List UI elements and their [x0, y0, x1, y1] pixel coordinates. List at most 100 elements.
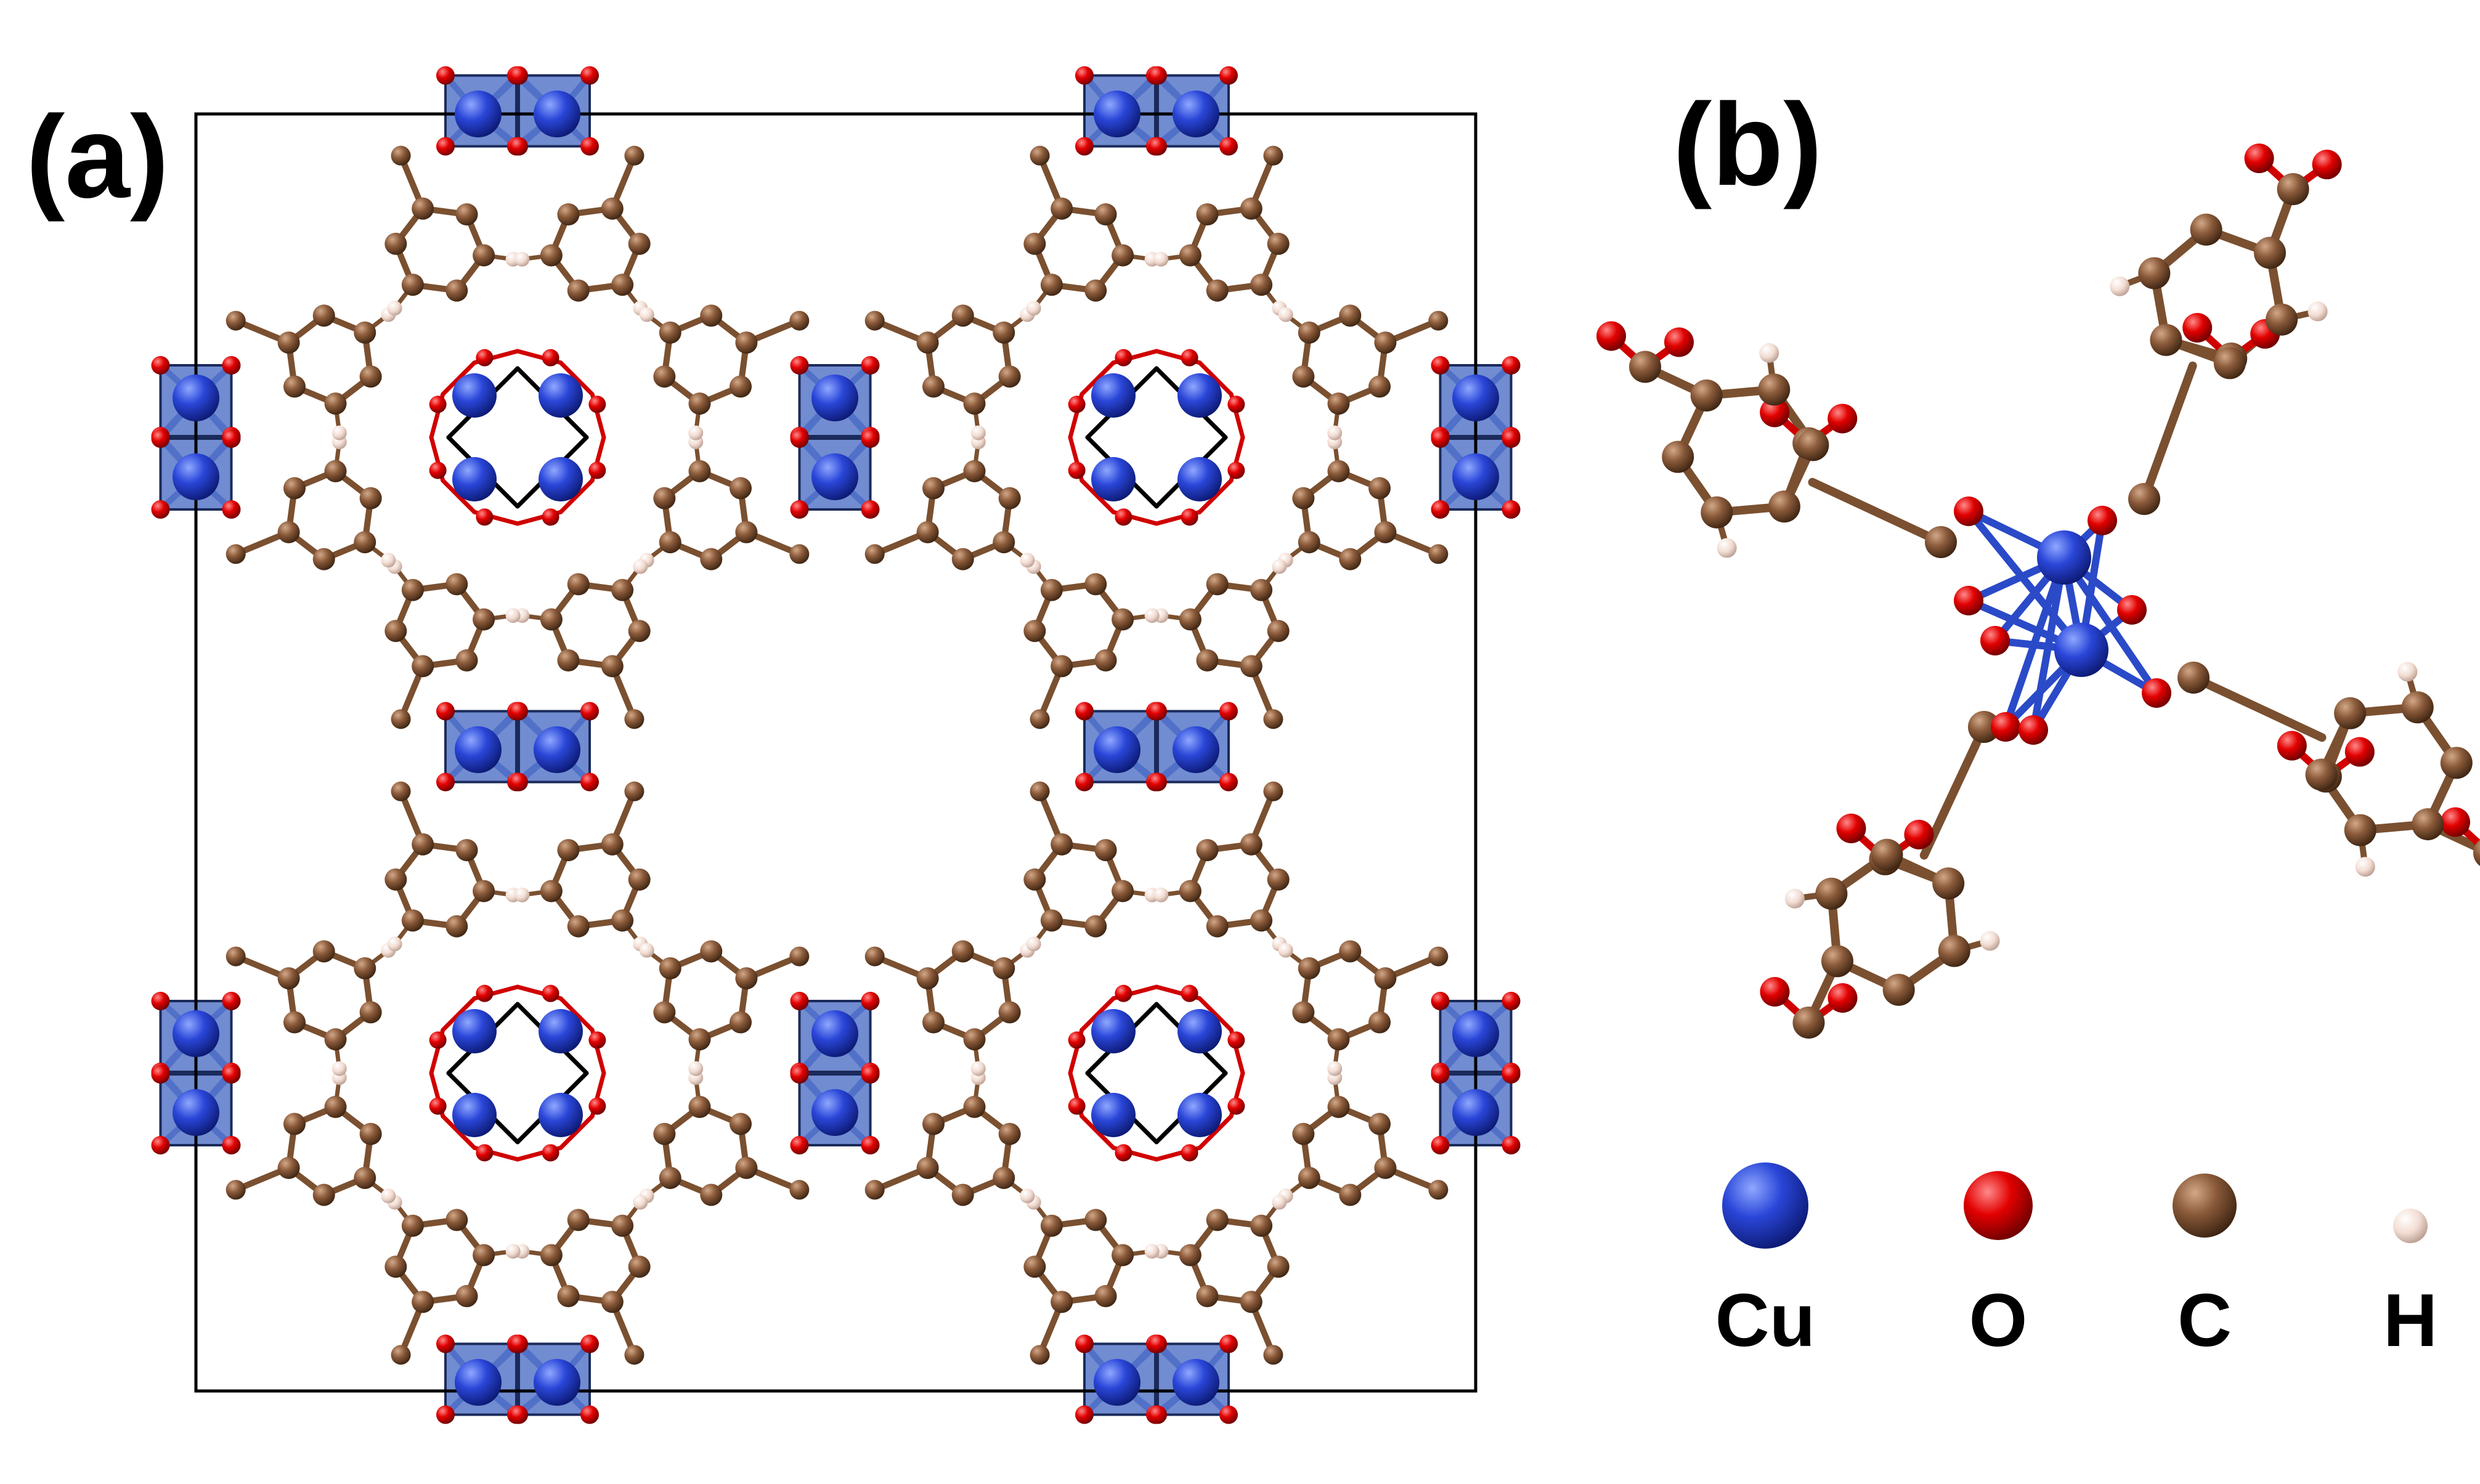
cu-atom [539, 457, 583, 501]
cu-atom [1094, 726, 1140, 773]
h-atom [1026, 936, 1041, 952]
cu-atom [1094, 1359, 1140, 1406]
cu-atom [811, 453, 858, 500]
c-c-bond [2189, 673, 2327, 742]
o-atom [1954, 586, 1983, 615]
c-atom [653, 1001, 676, 1024]
cu-o-bond [1965, 508, 2085, 654]
o-ring-bond [558, 1114, 595, 1150]
cu-atom [1173, 1359, 1219, 1406]
c-atom [384, 232, 407, 255]
cu-atom [1452, 375, 1499, 421]
c-atom [1196, 649, 1219, 672]
o-atom [151, 429, 170, 448]
c-atom [735, 331, 758, 354]
o-atom [222, 1065, 241, 1084]
h-atom [2397, 662, 2418, 682]
c-atom [412, 655, 434, 678]
o-atom [436, 772, 455, 792]
c-atom [864, 544, 885, 564]
c-atom [1298, 957, 1320, 979]
c-atom [540, 244, 563, 267]
legend-label-c: C [2177, 1278, 2232, 1362]
c-atom [312, 304, 335, 327]
c-atom [359, 1001, 382, 1024]
o-ring-bond [1197, 1114, 1234, 1150]
c-atom [567, 573, 590, 596]
h-atom [387, 301, 402, 316]
c-atom [1250, 1214, 1273, 1237]
c-atom [1267, 868, 1290, 891]
cu-atom [455, 726, 502, 773]
o-atom [1149, 1405, 1167, 1424]
cu-atom [1177, 457, 1222, 501]
cu-atom [1177, 1009, 1222, 1053]
cu-atom [1452, 1089, 1499, 1136]
c-atom [277, 1156, 300, 1179]
c-atom [1179, 880, 1201, 902]
c-atom [963, 1028, 986, 1051]
h-atom [970, 425, 986, 440]
c-atom [1051, 655, 1073, 678]
c-atom [401, 274, 424, 296]
c-atom [312, 1183, 335, 1206]
h-atom-swatch [2393, 1209, 2428, 1243]
o-atom [1760, 397, 1790, 428]
c-atom [1758, 373, 1791, 406]
c-atom [354, 321, 376, 344]
c-atom [1925, 526, 1957, 558]
c-atom [993, 321, 1015, 344]
legend-label-o: O [1969, 1278, 2028, 1362]
cu-atom-swatch [1722, 1162, 1808, 1249]
c-atom [1023, 1255, 1046, 1278]
c-atom [1339, 940, 1362, 963]
c-atom [1374, 521, 1397, 543]
c-atom [998, 365, 1021, 388]
o-atom [2088, 506, 2117, 535]
copper-paddlewheel-polyhedra [159, 74, 1513, 1416]
c-atom [659, 1167, 681, 1190]
cu-atom [452, 1009, 497, 1053]
c-atom [455, 1285, 478, 1308]
o-atom [1149, 702, 1167, 721]
o-atom [222, 356, 241, 375]
c-atom [391, 709, 411, 729]
c-atom [611, 578, 634, 601]
o-atom [588, 1097, 606, 1115]
c-atom [401, 578, 424, 601]
c-atom [951, 548, 974, 570]
cu-atom [1173, 91, 1219, 137]
c-atom [445, 573, 468, 596]
o-atom [1115, 349, 1132, 367]
o-atom [2312, 150, 2342, 180]
c-atom [391, 781, 411, 801]
c-atom [628, 232, 651, 255]
c-atom [2253, 237, 2286, 269]
c-atom [659, 957, 681, 979]
c-atom [789, 544, 810, 564]
c-atom [916, 967, 939, 990]
c-atom [1428, 1180, 1449, 1200]
o-atom [1827, 983, 1858, 1013]
o-atom [861, 429, 880, 448]
c-atom [277, 521, 300, 543]
h-atom [1020, 553, 1035, 568]
c-atom [1030, 145, 1050, 166]
o-atom [1075, 66, 1094, 85]
c-atom [700, 548, 723, 570]
c-atom [1815, 877, 1848, 910]
h-atom [1717, 538, 1737, 558]
o-atom [580, 137, 599, 156]
h-atom [1278, 307, 1293, 322]
o-ring-bond [1197, 996, 1234, 1032]
o-atom [1954, 497, 1983, 526]
o-ring-bond [558, 478, 595, 514]
h-atom [970, 1061, 986, 1076]
c-atom [1206, 279, 1229, 302]
c-atom [1030, 781, 1050, 801]
c-atom [567, 1209, 590, 1231]
c-atom [628, 1255, 651, 1278]
o-atom [861, 500, 880, 519]
c-atom [557, 1285, 580, 1308]
c-atom [735, 967, 758, 990]
